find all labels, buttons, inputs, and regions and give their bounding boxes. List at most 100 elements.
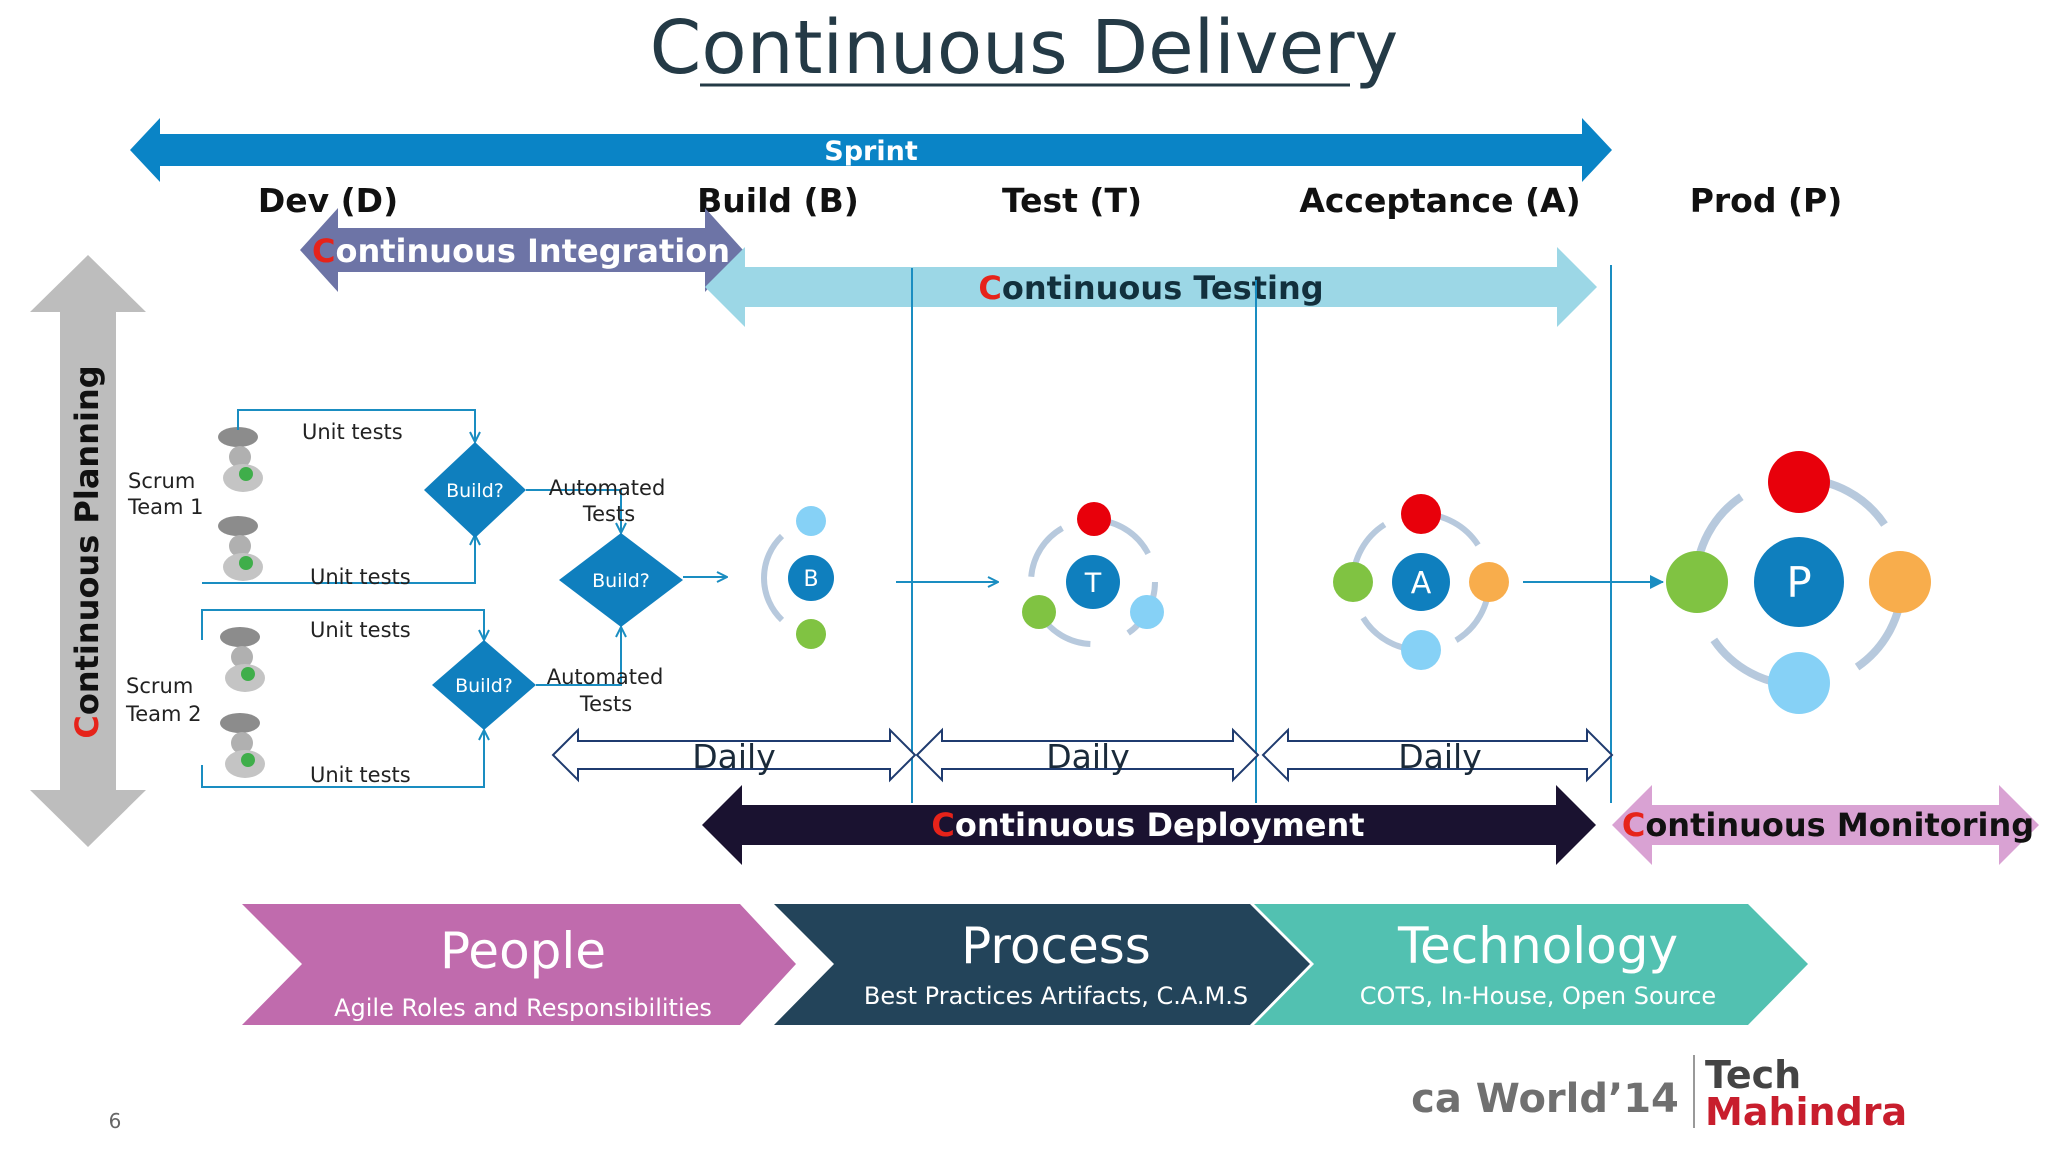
continuous-testing-label: Continuous Testing (978, 269, 1323, 307)
continuous-planning-arrow (30, 255, 146, 847)
team2-bottom-connector (201, 730, 484, 788)
phase-prod: Prod (P) (1690, 181, 1843, 220)
deployment-initial: C (931, 806, 954, 844)
continuous-deployment-label: Continuous Deployment (931, 806, 1364, 844)
test-node-dot-red (1077, 502, 1111, 536)
team2-person-icon-bottom (220, 713, 265, 778)
monitoring-rest: ontinuous Monitoring (1645, 806, 2034, 844)
build-node-dot-green (796, 619, 826, 649)
test-node-label: T (1084, 568, 1102, 599)
continuous-planning-label: Continuous Planning (68, 365, 106, 738)
continuous-integration-band (300, 208, 743, 292)
prod-node-dot-green (1666, 551, 1728, 613)
process-subtitle: Best Practices Artifacts, C.A.M.S (864, 982, 1248, 1010)
testing-initial: C (978, 269, 1001, 307)
team1-build-label: Build? (446, 480, 504, 502)
test-node-dot-green (1022, 595, 1056, 629)
continuous-deployment-band (702, 785, 1596, 865)
sprint-label: Sprint (824, 136, 918, 167)
phase-dev: Dev (D) (258, 181, 398, 220)
test-node-dot-blue (1130, 595, 1164, 629)
team1-bottom-connector (202, 535, 475, 584)
daily-label-build: Daily (692, 737, 776, 776)
integration-build-diamond (559, 533, 683, 627)
team2-build-label: Build? (455, 675, 513, 697)
team1-unit-tests-top: Unit tests (302, 420, 403, 444)
team2-unit-tests-bottom: Unit tests (310, 763, 411, 787)
continuous-monitoring-label: Continuous Monitoring (1622, 806, 2034, 844)
team1-person-icon-top (218, 427, 263, 492)
planning-initial: C (68, 715, 106, 738)
people-subtitle: Agile Roles and Responsibilities (334, 994, 712, 1022)
continuous-monitoring-band (1612, 785, 2039, 865)
team1-unit-tests-bottom: Unit tests (310, 565, 411, 589)
continuous-integration-label: Continuous Integration (312, 232, 730, 270)
phase-build: Build (B) (697, 181, 859, 220)
team1-build-diamond (424, 442, 526, 538)
team1-top-connector (237, 409, 475, 442)
team1-label-line1: Scrum (128, 469, 195, 493)
acceptance-node-label: A (1411, 566, 1432, 601)
daily-arrow-acceptance (1261, 727, 1614, 783)
team1-label-line2: Team 1 (127, 495, 204, 519)
planning-rest: ontinuous Planning (68, 365, 106, 715)
process-title: Process (961, 917, 1151, 975)
technology-subtitle: COTS, In-House, Open Source (1360, 982, 1716, 1010)
daily-label-acceptance: Daily (1398, 737, 1482, 776)
prod-node-dot-orange (1869, 551, 1931, 613)
automated-tests-bottom-line1: Automated (547, 665, 664, 689)
daily-arrow-test (915, 727, 1260, 783)
people-title: People (440, 922, 606, 980)
test-node-ring (1028, 517, 1158, 647)
testing-rest: ontinuous Testing (1002, 269, 1324, 307)
prod-node-label: P (1786, 558, 1811, 607)
tech-logo: Tech (1705, 1053, 1801, 1097)
daily-label-test: Daily (1046, 737, 1130, 776)
test-node (1066, 555, 1120, 609)
team1-to-integration-connector (526, 489, 621, 533)
team2-unit-tests-top: Unit tests (310, 618, 411, 642)
prod-node (1754, 537, 1844, 627)
automated-tests-bottom-line2: Tests (579, 692, 632, 716)
team2-top-connector (201, 609, 484, 640)
phase-acceptance: Acceptance (A) (1299, 181, 1580, 220)
automated-tests-top-line1: Automated (549, 476, 666, 500)
team2-to-integration-connector (536, 627, 621, 686)
mahindra-logo: Mahindra (1705, 1090, 1907, 1134)
prod-node-dot-blue (1768, 652, 1830, 714)
process-chevron (774, 904, 1310, 1025)
integration-build-label: Build? (592, 570, 650, 592)
monitoring-initial: C (1622, 806, 1645, 844)
daily-arrow-build (551, 727, 917, 783)
integration-rest: ontinuous Integration (335, 232, 730, 270)
sprint-arrow (130, 118, 1612, 182)
acceptance-node-dot-red (1401, 494, 1441, 534)
ca-world-logo: ca World’14 (1411, 1076, 1679, 1122)
continuous-testing-band (705, 247, 1597, 327)
acceptance-node-dot-blue (1401, 630, 1441, 670)
page-number: 6 (109, 1109, 122, 1133)
deployment-rest: ontinuous Deployment (955, 806, 1365, 844)
page-title: Continuous Delivery (650, 5, 1399, 91)
phase-test: Test (T) (1002, 181, 1142, 220)
team2-build-diamond (432, 640, 536, 730)
build-node (788, 555, 834, 601)
team2-label-line1: Scrum (126, 674, 193, 698)
acceptance-node-dot-green (1333, 562, 1373, 602)
build-node-ring (761, 533, 785, 623)
acceptance-node (1392, 553, 1450, 611)
team2-person-icon-top (220, 627, 265, 692)
technology-chevron (1254, 904, 1808, 1025)
people-chevron (242, 904, 796, 1025)
acceptance-node-dot-orange (1469, 562, 1509, 602)
automated-tests-top-line2: Tests (582, 502, 635, 526)
build-node-dot-blue (796, 506, 826, 536)
team1-person-icon-bottom (218, 516, 263, 581)
team2-label-line2: Team 2 (125, 702, 202, 726)
build-node-label: B (803, 567, 818, 592)
technology-title: Technology (1397, 917, 1678, 975)
prod-node-dot-red (1768, 451, 1830, 513)
integration-initial: C (312, 232, 335, 270)
